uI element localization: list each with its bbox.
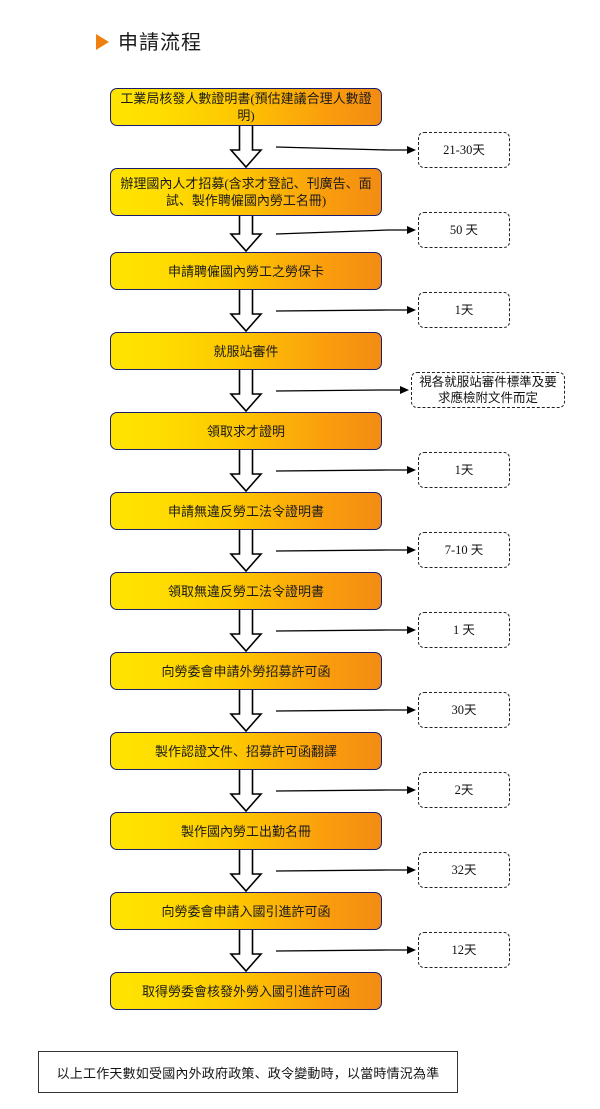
flow-branch-arrowhead <box>407 866 416 874</box>
duration-annotation-box: 1 天 <box>418 612 510 648</box>
flow-branch-line <box>275 389 401 392</box>
duration-annotation-box: 32天 <box>418 852 510 888</box>
flow-branch-line <box>275 869 408 872</box>
flow-arrow-down <box>229 450 263 493</box>
flow-step-box: 申請聘僱國內勞工之勞保卡 <box>110 252 382 290</box>
flow-arrow-down <box>229 850 263 893</box>
flow-step-box: 取得勞委會核發外勞入國引進許可函 <box>110 972 382 1010</box>
flow-branch-line <box>275 229 408 235</box>
duration-annotation-box: 12天 <box>418 932 510 968</box>
duration-annotation-box: 1天 <box>418 292 510 328</box>
flow-step-box: 製作認證文件、招募許可函翻譯 <box>110 732 382 770</box>
flow-branch-arrowhead <box>407 946 416 954</box>
duration-annotation-box: 7-10 天 <box>418 532 510 568</box>
flow-branch-arrowhead <box>407 306 416 314</box>
page-title-row: 申請流程 <box>96 26 202 55</box>
flow-step-box: 辦理國內人才招募(含求才登記、刊廣告、面試、製作聘僱國內勞工名冊) <box>110 168 382 216</box>
duration-annotation-box: 視各就服站審件標準及要求應檢附文件而定 <box>411 372 565 408</box>
footer-note: 以上工作天數如受國內外政府政策、政令變動時，以當時情況為準 <box>38 1051 458 1093</box>
flow-branch-line <box>275 309 408 312</box>
flow-branch-arrowhead <box>407 226 416 234</box>
flow-branch-line <box>275 949 408 952</box>
flow-step-box: 申請無違反勞工法令證明書 <box>110 492 382 530</box>
flow-arrow-down <box>229 690 263 733</box>
flow-branch-line <box>275 469 408 472</box>
duration-annotation-box: 1天 <box>418 452 510 488</box>
flow-step-box: 向勞委會申請外勞招募許可函 <box>110 652 382 690</box>
flow-branch-line <box>275 709 408 712</box>
flow-branch-line <box>275 146 408 151</box>
flow-branch-arrowhead <box>407 466 416 474</box>
duration-annotation-box: 50 天 <box>418 212 510 248</box>
flow-branch-line <box>275 549 408 552</box>
flow-step-box: 向勞委會申請入國引進許可函 <box>110 892 382 930</box>
flow-branch-arrowhead <box>407 146 416 154</box>
flow-step-box: 領取求才證明 <box>110 412 382 450</box>
flow-arrow-down <box>229 370 263 413</box>
flow-arrow-down <box>229 126 263 169</box>
duration-annotation-box: 21-30天 <box>418 132 510 168</box>
flow-arrow-down <box>229 770 263 813</box>
page-title: 申請流程 <box>118 32 202 54</box>
flow-branch-line <box>275 629 408 632</box>
play-triangle-icon <box>96 33 109 50</box>
flow-arrow-down <box>229 290 263 333</box>
flow-arrow-down <box>229 530 263 573</box>
flow-branch-line <box>275 789 408 792</box>
flow-arrow-down <box>229 610 263 653</box>
flow-branch-arrowhead <box>407 626 416 634</box>
flow-step-box: 工業局核發人數證明書(預估建議合理人數證明) <box>110 88 382 126</box>
flow-branch-arrowhead <box>400 386 409 394</box>
duration-annotation-box: 2天 <box>418 772 510 808</box>
flow-branch-arrowhead <box>407 786 416 794</box>
flow-branch-arrowhead <box>407 706 416 714</box>
duration-annotation-box: 30天 <box>418 692 510 728</box>
flow-step-box: 製作國內勞工出勤名冊 <box>110 812 382 850</box>
flow-step-box: 就服站審件 <box>110 332 382 370</box>
flow-step-box: 領取無違反勞工法令證明書 <box>110 572 382 610</box>
flow-branch-arrowhead <box>407 546 416 554</box>
flow-arrow-down <box>229 930 263 973</box>
flow-arrow-down <box>229 216 263 253</box>
